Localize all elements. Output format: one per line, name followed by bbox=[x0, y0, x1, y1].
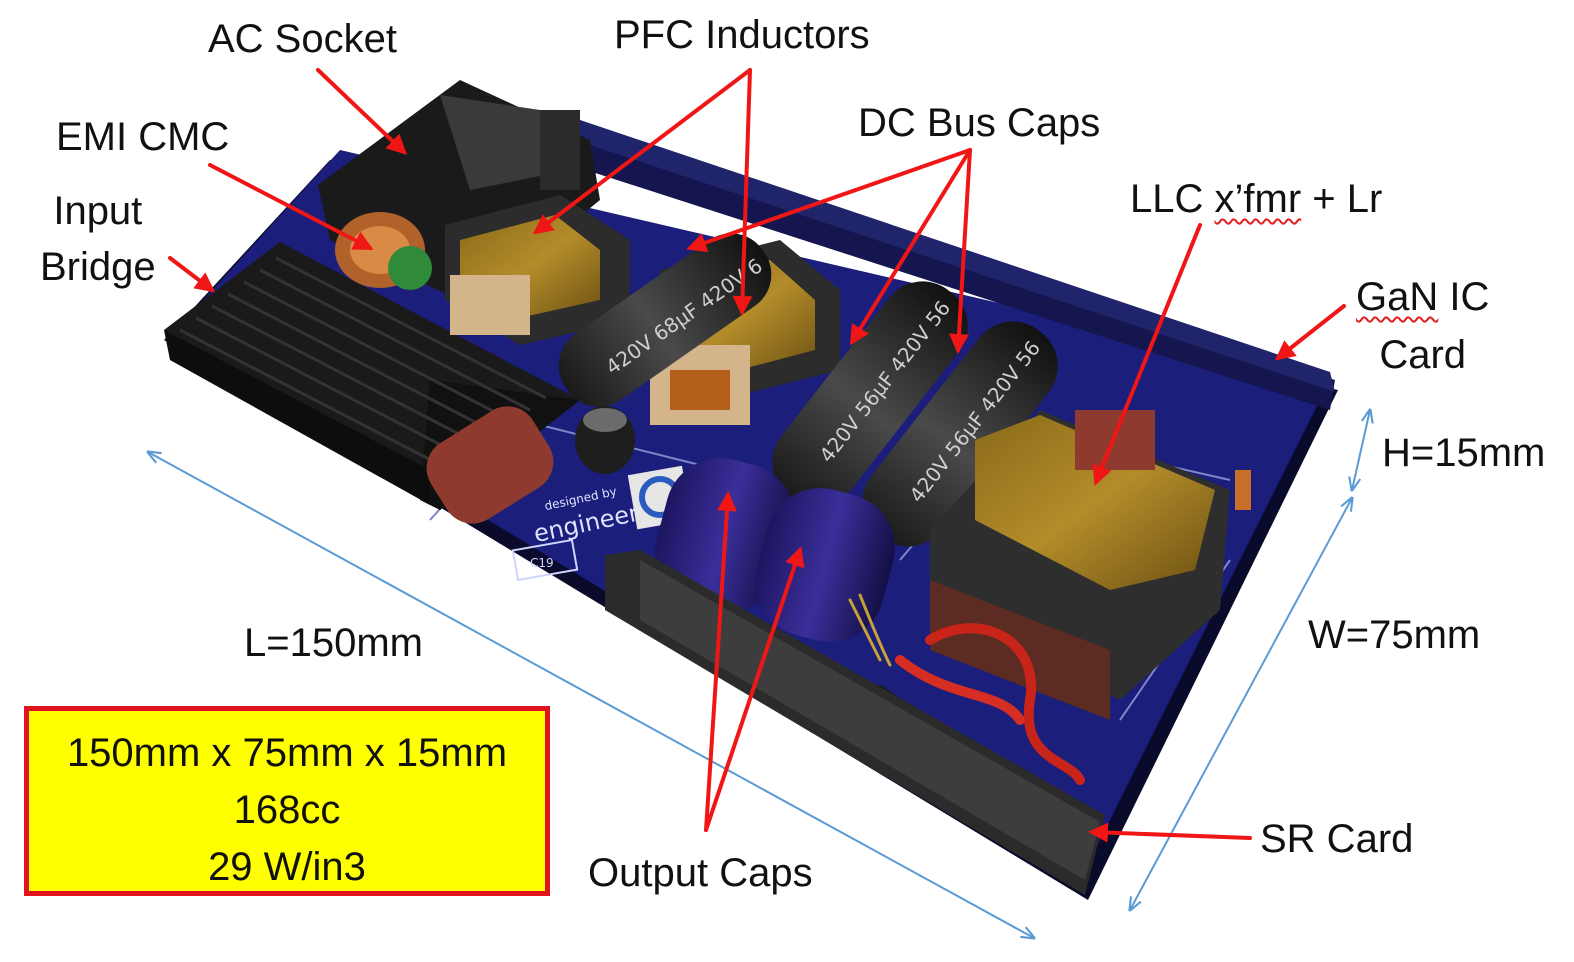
pfc-inductor-1 bbox=[445, 195, 630, 345]
dc-bus-caps-label: DC Bus Caps bbox=[858, 101, 1101, 145]
emi-cmc-arrow bbox=[208, 163, 374, 250]
width-dimension-line bbox=[1130, 498, 1352, 910]
input-bridge-label: Input Bridge bbox=[40, 188, 156, 290]
llc-xfmr-lr-label: LLC x’fmr + Lr bbox=[1130, 176, 1382, 222]
sr-card-label: SR Card bbox=[1260, 817, 1414, 861]
length-label: L=150mm bbox=[244, 621, 423, 665]
spec-power-density: 29 W/in3 bbox=[208, 845, 366, 889]
gan-ic-line: GaN IC bbox=[1356, 274, 1489, 320]
llc-xfmr-word: x’fmr bbox=[1214, 177, 1302, 221]
height-label: H=15mm bbox=[1382, 431, 1546, 475]
emi-cmc-label: EMI CMC bbox=[56, 115, 230, 159]
llc-xfmr-arrow bbox=[1092, 223, 1202, 486]
input-bridge-arrow bbox=[168, 256, 216, 293]
callout-arrows bbox=[168, 68, 1346, 843]
dc-bus-cap-arrow-3 bbox=[948, 148, 972, 354]
pfc-inductor-arrow-1 bbox=[532, 68, 752, 235]
gan-ic-card-arrow bbox=[1274, 304, 1346, 361]
gan-word: GaN bbox=[1356, 275, 1439, 319]
ac-socket-arrow bbox=[316, 68, 407, 155]
input-label: Input bbox=[53, 189, 143, 233]
pfc-inductors-label: PFC Inductors bbox=[614, 13, 870, 57]
sr-card-arrow bbox=[1088, 822, 1252, 843]
length-dimension-line bbox=[148, 452, 1034, 938]
llc-prefix: LLC bbox=[1130, 177, 1215, 221]
card-word: Card bbox=[1379, 333, 1467, 377]
height-dimension-line bbox=[1352, 410, 1370, 490]
dc-bus-cap-arrow-2 bbox=[849, 148, 972, 346]
gan-ic-card-label: GaN IC Card bbox=[1356, 274, 1489, 378]
dc-bus-cap-arrow-1 bbox=[686, 148, 972, 253]
spec-dimensions: 150mm x 75mm x 15mm bbox=[66, 731, 508, 775]
width-label: W=75mm bbox=[1308, 613, 1481, 657]
output-caps-label: Output Caps bbox=[588, 851, 813, 895]
llc-suffix: + Lr bbox=[1301, 177, 1383, 221]
spec-summary-box: 150mm x 75mm x 15mm 168cc 29 W/in3 bbox=[24, 706, 550, 896]
output-cap-arrow-1 bbox=[704, 491, 737, 832]
c19-text: C19 bbox=[530, 556, 554, 570]
dimension-lines bbox=[148, 410, 1370, 938]
bridge-label: Bridge bbox=[40, 245, 156, 289]
spec-volume: 168cc bbox=[233, 788, 341, 832]
pfc-inductor-arrow-2 bbox=[732, 68, 753, 316]
ic-word: IC bbox=[1438, 275, 1490, 319]
output-cap-arrow-2 bbox=[704, 546, 805, 832]
ac-socket-label: AC Socket bbox=[208, 17, 397, 61]
small-capacitor bbox=[575, 406, 635, 474]
